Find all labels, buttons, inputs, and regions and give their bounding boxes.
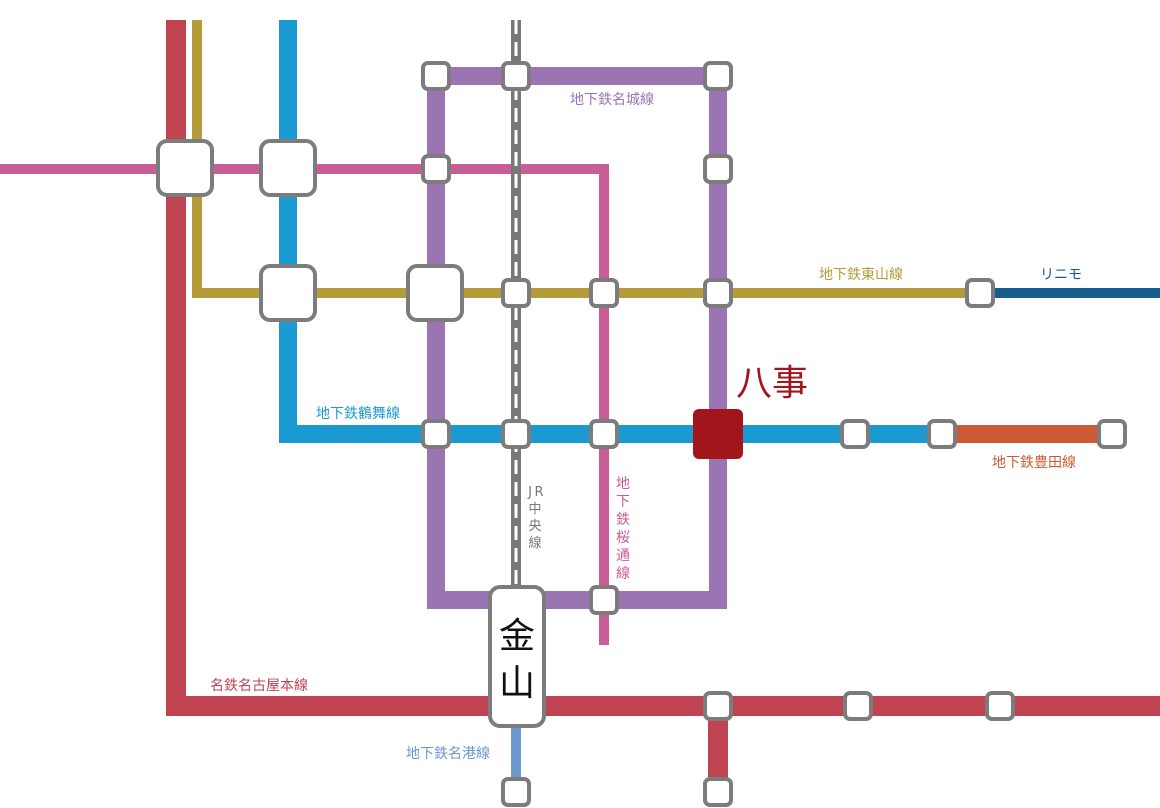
station[interactable] (703, 777, 733, 807)
station-interchange[interactable] (259, 264, 317, 322)
label-sakuradori: 地 下 鉄 桜 通 線 (616, 476, 630, 582)
station-kanayama[interactable] (488, 585, 546, 728)
station[interactable] (501, 278, 531, 308)
label-char: 桜 (616, 530, 630, 546)
station-interchange[interactable] (156, 139, 214, 197)
labels-layer: 地下鉄名城線 地下鉄東山線 リニモ 地下鉄鶴舞線 地下鉄豊田線 名鉄名古屋本線 … (210, 92, 1082, 762)
station-yagoto[interactable] (693, 409, 743, 459)
label-yagoto: 八事 (736, 363, 808, 404)
station[interactable] (927, 419, 957, 449)
label-meiko: 地下鉄名港線 (406, 746, 490, 762)
station[interactable] (703, 691, 733, 721)
station[interactable] (840, 419, 870, 449)
station[interactable] (589, 278, 619, 308)
station[interactable] (703, 278, 733, 308)
line-meitetsu[interactable] (166, 20, 1160, 716)
label-char: J (527, 485, 532, 500)
station[interactable] (703, 61, 733, 91)
label-char: 線 (616, 566, 630, 582)
line-meijo[interactable] (427, 67, 727, 609)
station[interactable] (985, 691, 1015, 721)
label-char: R (534, 485, 543, 500)
station[interactable] (589, 585, 619, 615)
station[interactable] (965, 278, 995, 308)
station[interactable] (703, 154, 733, 184)
stations-layer (156, 61, 1127, 807)
station[interactable] (501, 777, 531, 807)
label-char: 央 (528, 519, 541, 534)
label-jr-chuo: J R 中 央 線 (527, 485, 543, 551)
label-higashiyama: 地下鉄東山線 (819, 267, 903, 283)
label-char: 線 (528, 535, 541, 551)
station[interactable] (501, 61, 531, 91)
station-interchange[interactable] (259, 139, 317, 197)
label-toyota: 地下鉄豊田線 (992, 455, 1076, 471)
label-char: 通 (616, 548, 630, 564)
label-linimo: リニモ (1040, 267, 1082, 283)
station[interactable] (501, 419, 531, 449)
label-kanayama-2: 山 (499, 663, 535, 704)
station[interactable] (421, 419, 451, 449)
station[interactable] (1097, 419, 1127, 449)
label-char: 中 (528, 502, 541, 517)
station[interactable] (843, 691, 873, 721)
label-char: 下 (616, 494, 630, 510)
station[interactable] (421, 61, 451, 91)
label-tsurumai: 地下鉄鶴舞線 (316, 405, 400, 422)
label-kanayama-1: 金 (499, 616, 535, 657)
lines-layer (0, 20, 1160, 792)
station-interchange[interactable] (406, 264, 464, 322)
label-meijo: 地下鉄名城線 (570, 92, 654, 108)
label-meitetsu: 名鉄名古屋本線 (210, 678, 308, 694)
station[interactable] (589, 419, 619, 449)
station[interactable] (421, 154, 451, 184)
label-char: 鉄 (616, 512, 630, 528)
label-char: 地 (616, 476, 630, 492)
